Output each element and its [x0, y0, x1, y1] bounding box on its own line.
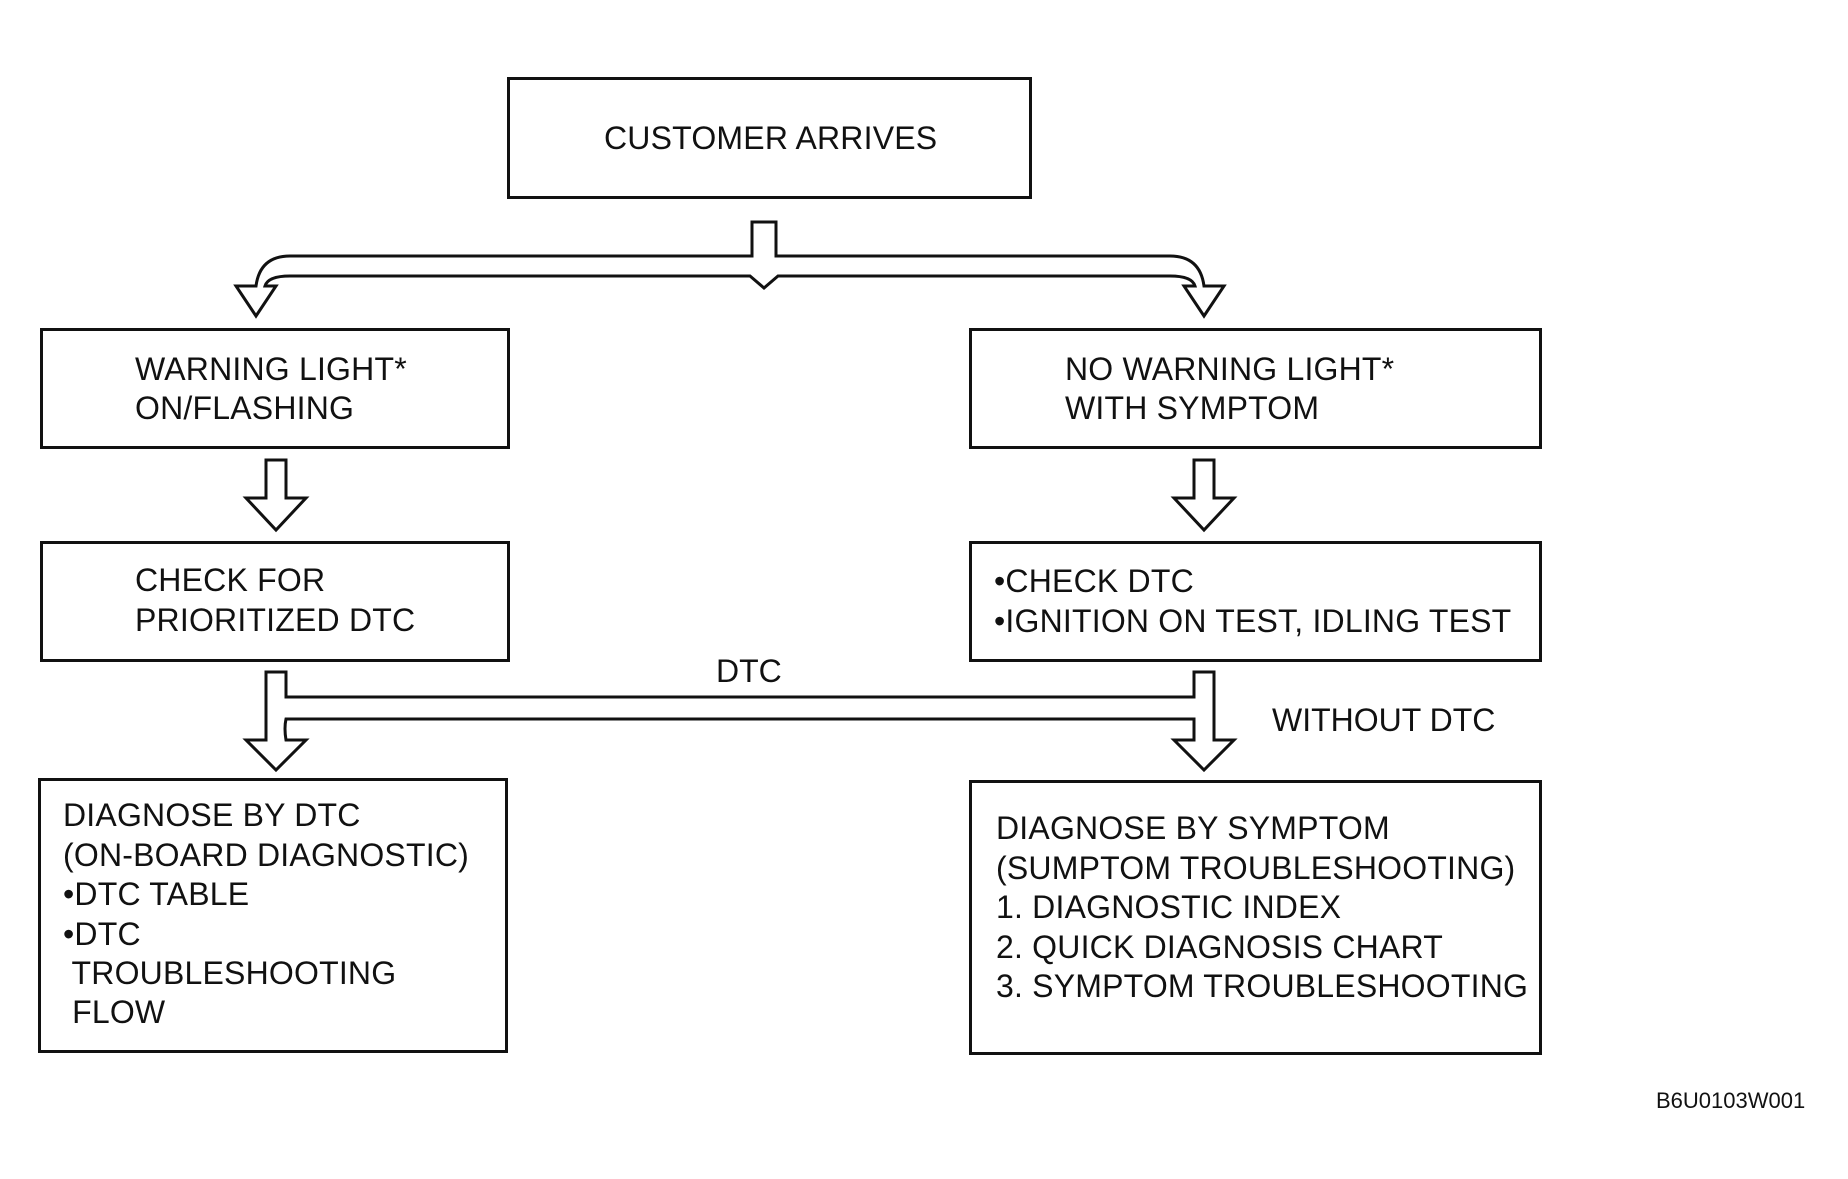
node-check-prioritized-line2: PRIORITIZED DTC [135, 602, 416, 638]
edge-label-without-dtc: WITHOUT DTC [1272, 702, 1496, 738]
node-no-warning-light: NO WARNING LIGHT* WITH SYMPTOM [969, 328, 1542, 449]
node-no-warning-light-line1: NO WARNING LIGHT* [1065, 351, 1395, 387]
node-diagnose-symptom-line5: 3. SYMPTOM TROUBLESHOOTING [996, 968, 1529, 1004]
node-warning-light: WARNING LIGHT* ON/FLASHING [40, 328, 510, 449]
node-diagnose-dtc-line4: •DTC [63, 916, 141, 952]
node-check-dtc: •CHECK DTC •IGNITION ON TEST, IDLING TES… [969, 541, 1542, 662]
edge-label-dtc: DTC [716, 653, 782, 689]
node-diagnose-dtc-line6: FLOW [63, 994, 166, 1030]
node-diagnose-symptom-line4: 2. QUICK DIAGNOSIS CHART [996, 929, 1443, 965]
arrow-nowarning-to-checkdtc [1170, 458, 1238, 533]
node-warning-light-line2: ON/FLASHING [135, 390, 355, 426]
node-diagnose-by-symptom: DIAGNOSE BY SYMPTOM (SUMPTOM TROUBLESHOO… [969, 780, 1542, 1055]
node-check-prioritized-line1: CHECK FOR [135, 562, 326, 598]
node-diagnose-by-dtc: DIAGNOSE BY DTC (ON-BOARD DIAGNOSTIC) •D… [38, 778, 508, 1053]
node-diagnose-dtc-line1: DIAGNOSE BY DTC [63, 797, 361, 833]
arrow-dtc-cross [242, 670, 1238, 773]
node-diagnose-dtc-line2: (ON-BOARD DIAGNOSTIC) [63, 837, 469, 873]
node-check-dtc-line2: •IGNITION ON TEST, IDLING TEST [994, 603, 1512, 639]
node-customer-arrives-text: CUSTOMER ARRIVES [604, 120, 938, 156]
arrow-warning-to-check [242, 458, 310, 533]
split-arrow [233, 220, 1227, 319]
figure-code: B6U0103W001 [1656, 1088, 1806, 1113]
node-warning-light-line1: WARNING LIGHT* [135, 351, 407, 387]
node-diagnose-dtc-line3: •DTC TABLE [63, 876, 250, 912]
node-check-prioritized-dtc: CHECK FOR PRIORITIZED DTC [40, 541, 510, 662]
node-no-warning-light-line2: WITH SYMPTOM [1065, 390, 1320, 426]
node-check-dtc-line1: •CHECK DTC [994, 563, 1194, 599]
node-customer-arrives: CUSTOMER ARRIVES [507, 77, 1032, 199]
node-diagnose-dtc-line5: TROUBLESHOOTING [63, 955, 397, 991]
node-diagnose-symptom-line1: DIAGNOSE BY SYMPTOM [996, 810, 1390, 846]
node-diagnose-symptom-line2: (SUMPTOM TROUBLESHOOTING) [996, 850, 1516, 886]
node-diagnose-symptom-line3: 1. DIAGNOSTIC INDEX [996, 889, 1342, 925]
